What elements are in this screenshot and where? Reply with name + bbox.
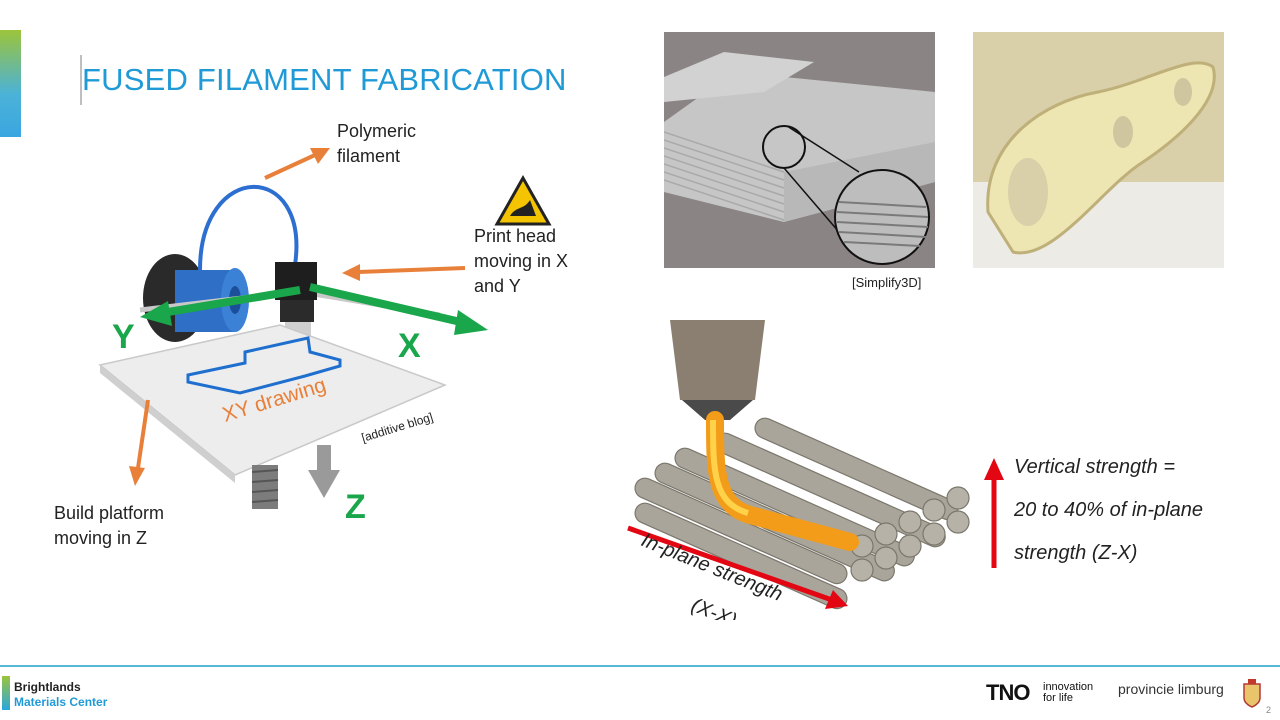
footer-rule xyxy=(0,665,1280,667)
xy-drawing-outline xyxy=(186,336,342,395)
tno-logo: TNO xyxy=(986,680,1030,705)
brightlands-logo: Brightlands Materials Center xyxy=(14,680,107,710)
brightlands-logo-mark xyxy=(2,676,10,710)
strength-diagram: In-plane strength (X-X) xyxy=(627,320,1004,620)
inplane-arrowhead xyxy=(825,590,848,609)
simplify3d-source: [Simplify3D] xyxy=(852,275,922,290)
y-axis-arrow xyxy=(161,286,301,317)
brand-line-2: Materials Center xyxy=(14,695,108,709)
x-axis-arrow xyxy=(309,283,466,327)
inplane-strength-arrow xyxy=(627,525,833,603)
tno-tagline-1: innovation xyxy=(1043,681,1094,693)
accent-bar xyxy=(0,30,21,137)
y-axis-arrowhead xyxy=(140,301,172,326)
filament-label-line-2: filament xyxy=(337,146,401,166)
vertical-strength-text: Vertical strength = 20 to 40% of in-plan… xyxy=(1014,446,1203,575)
nozzle xyxy=(670,320,765,400)
filament-label: Polymeric filament xyxy=(337,119,416,169)
vertical-strength-line-3: strength (Z-X) xyxy=(1014,542,1138,564)
platform-label-line-1: Build platform xyxy=(54,503,165,523)
axis-x-label: X xyxy=(398,327,421,365)
layered-print-photo xyxy=(664,32,935,268)
head-pointer-arrow xyxy=(357,266,466,274)
brand-line-1: Brightlands xyxy=(14,680,81,694)
vertical-arrowhead xyxy=(984,458,1004,480)
x-axis-arrowhead xyxy=(454,310,488,335)
hot-surface-warning-icon xyxy=(494,174,552,226)
print-head-label: Print head moving in X and Y xyxy=(474,224,568,299)
inplane-strength-xx: (X-X) xyxy=(688,594,740,620)
axis-y-label: Y xyxy=(112,318,135,356)
build-platform-label: Build platform moving in Z xyxy=(54,501,164,551)
vertical-strength-line-1: Vertical strength = xyxy=(1014,456,1176,478)
tno-tagline-2: for life xyxy=(1043,692,1073,704)
head-label-line-2: moving in X xyxy=(474,251,569,271)
z-direction-arrow xyxy=(308,445,340,498)
platform-pointer-arrowhead xyxy=(129,466,145,486)
printer-illustration: XY drawing [additive blog] xyxy=(98,148,552,509)
head-label-line-1: Print head xyxy=(474,226,557,246)
coat-of-arms-icon xyxy=(1243,679,1261,708)
filament-pointer-arrowhead xyxy=(310,148,330,164)
magnified-layers-circle xyxy=(834,169,930,265)
filament-pointer-arrow xyxy=(264,153,316,180)
slide-title: FUSED FILAMENT FABRICATION xyxy=(82,62,567,97)
vertical-strength-line-2: 20 to 40% of in-plane xyxy=(1014,499,1204,521)
deposited-rods xyxy=(634,417,959,610)
province-limburg-logo: provincie limburg xyxy=(1118,681,1224,697)
head-pointer-arrowhead xyxy=(342,264,360,281)
printed-part-photo xyxy=(973,32,1224,268)
z-screw xyxy=(251,465,279,509)
title-rule xyxy=(80,55,82,105)
head-label-line-3: and Y xyxy=(474,276,521,296)
platform-pointer-arrow xyxy=(136,399,150,469)
platform-label-line-2: moving in Z xyxy=(54,528,148,548)
filament-label-line-1: Polymeric xyxy=(337,121,417,141)
platform-edge xyxy=(100,365,235,483)
axis-z-label: Z xyxy=(345,488,366,526)
filament-strand xyxy=(198,185,299,271)
tno-tagline: innovation for life xyxy=(1043,682,1093,704)
page-number: 2 xyxy=(1266,705,1272,715)
